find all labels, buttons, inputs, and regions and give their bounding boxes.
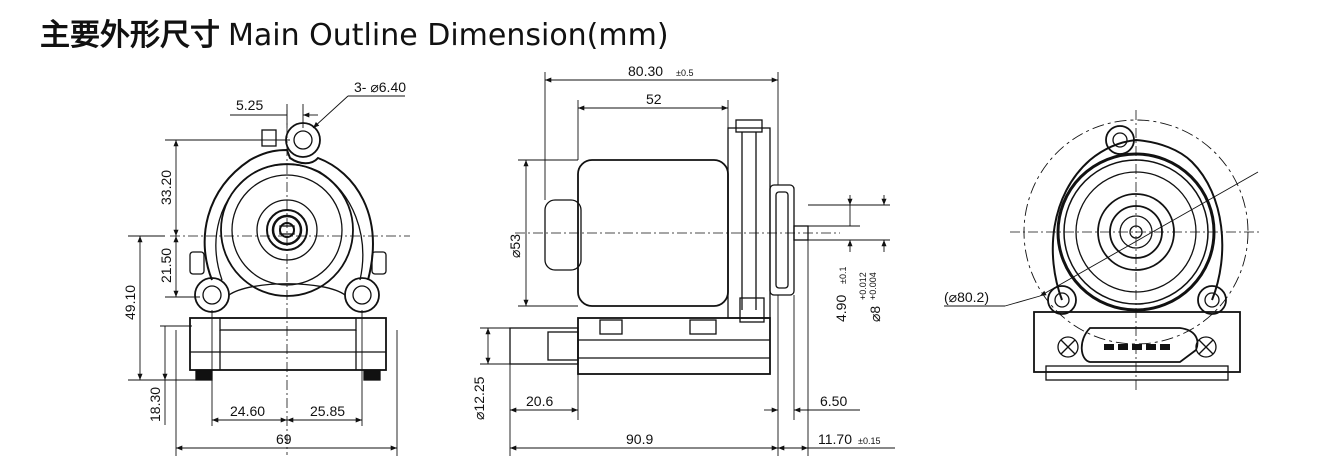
dim-11-70-tolerance: ±0.15	[858, 436, 880, 446]
dim-d53-label: ⌀53	[507, 234, 523, 258]
title-english: Main Outline Dimension(mm)	[228, 18, 669, 53]
dim-d12-25-label: ⌀12.25	[471, 376, 487, 420]
side-view-labels: 80.30 ±0.5 52 ⌀53 4.90 ±0.1 ⌀8 +0.012 +0…	[471, 63, 883, 447]
dim-33-20-label: 33.20	[158, 170, 174, 205]
dim-18-30-label: 18.30	[147, 387, 163, 422]
dim-52-label: 52	[646, 91, 662, 107]
rear-view	[944, 110, 1262, 390]
front-view-labels: 3- ⌀6.40 5.25 33.20 21.50 49.10 18.30 24…	[122, 79, 406, 447]
dim-d8-label: ⌀8	[867, 306, 883, 322]
hole-spec-label: 3- ⌀6.40	[354, 79, 406, 95]
title-chinese: 主要外形尺寸	[40, 18, 220, 53]
dim-24-60-label: 24.60	[230, 403, 265, 419]
dim-d8-tolerance-lower: +0.004	[868, 272, 878, 300]
dim-80-30-tolerance: ±0.5	[676, 68, 693, 78]
dim-49-10-label: 49.10	[122, 285, 138, 320]
dim-20-6-label: 20.6	[526, 393, 553, 409]
dim-90-9-label: 90.9	[626, 431, 653, 447]
dim-21-50-label: 21.50	[158, 248, 174, 283]
side-view	[480, 72, 895, 456]
front-view	[128, 95, 410, 456]
rear-view-labels: (⌀80.2)	[944, 289, 989, 305]
dim-4-90-tolerance: ±0.1	[838, 267, 848, 284]
dim-69-label: 69	[276, 431, 292, 447]
dim-d8-tolerance-upper: +0.012	[858, 272, 868, 300]
dim-11-70-label: 11.70	[818, 431, 852, 447]
dim-d80-2-label: (⌀80.2)	[944, 289, 989, 305]
dim-4-90-label: 4.90	[833, 295, 849, 322]
dim-25-85-label: 25.85	[310, 403, 345, 419]
dim-6-50-label: 6.50	[820, 393, 847, 409]
dim-80-30-label: 80.30	[628, 63, 663, 79]
dim-5-25-label: 5.25	[236, 97, 263, 113]
